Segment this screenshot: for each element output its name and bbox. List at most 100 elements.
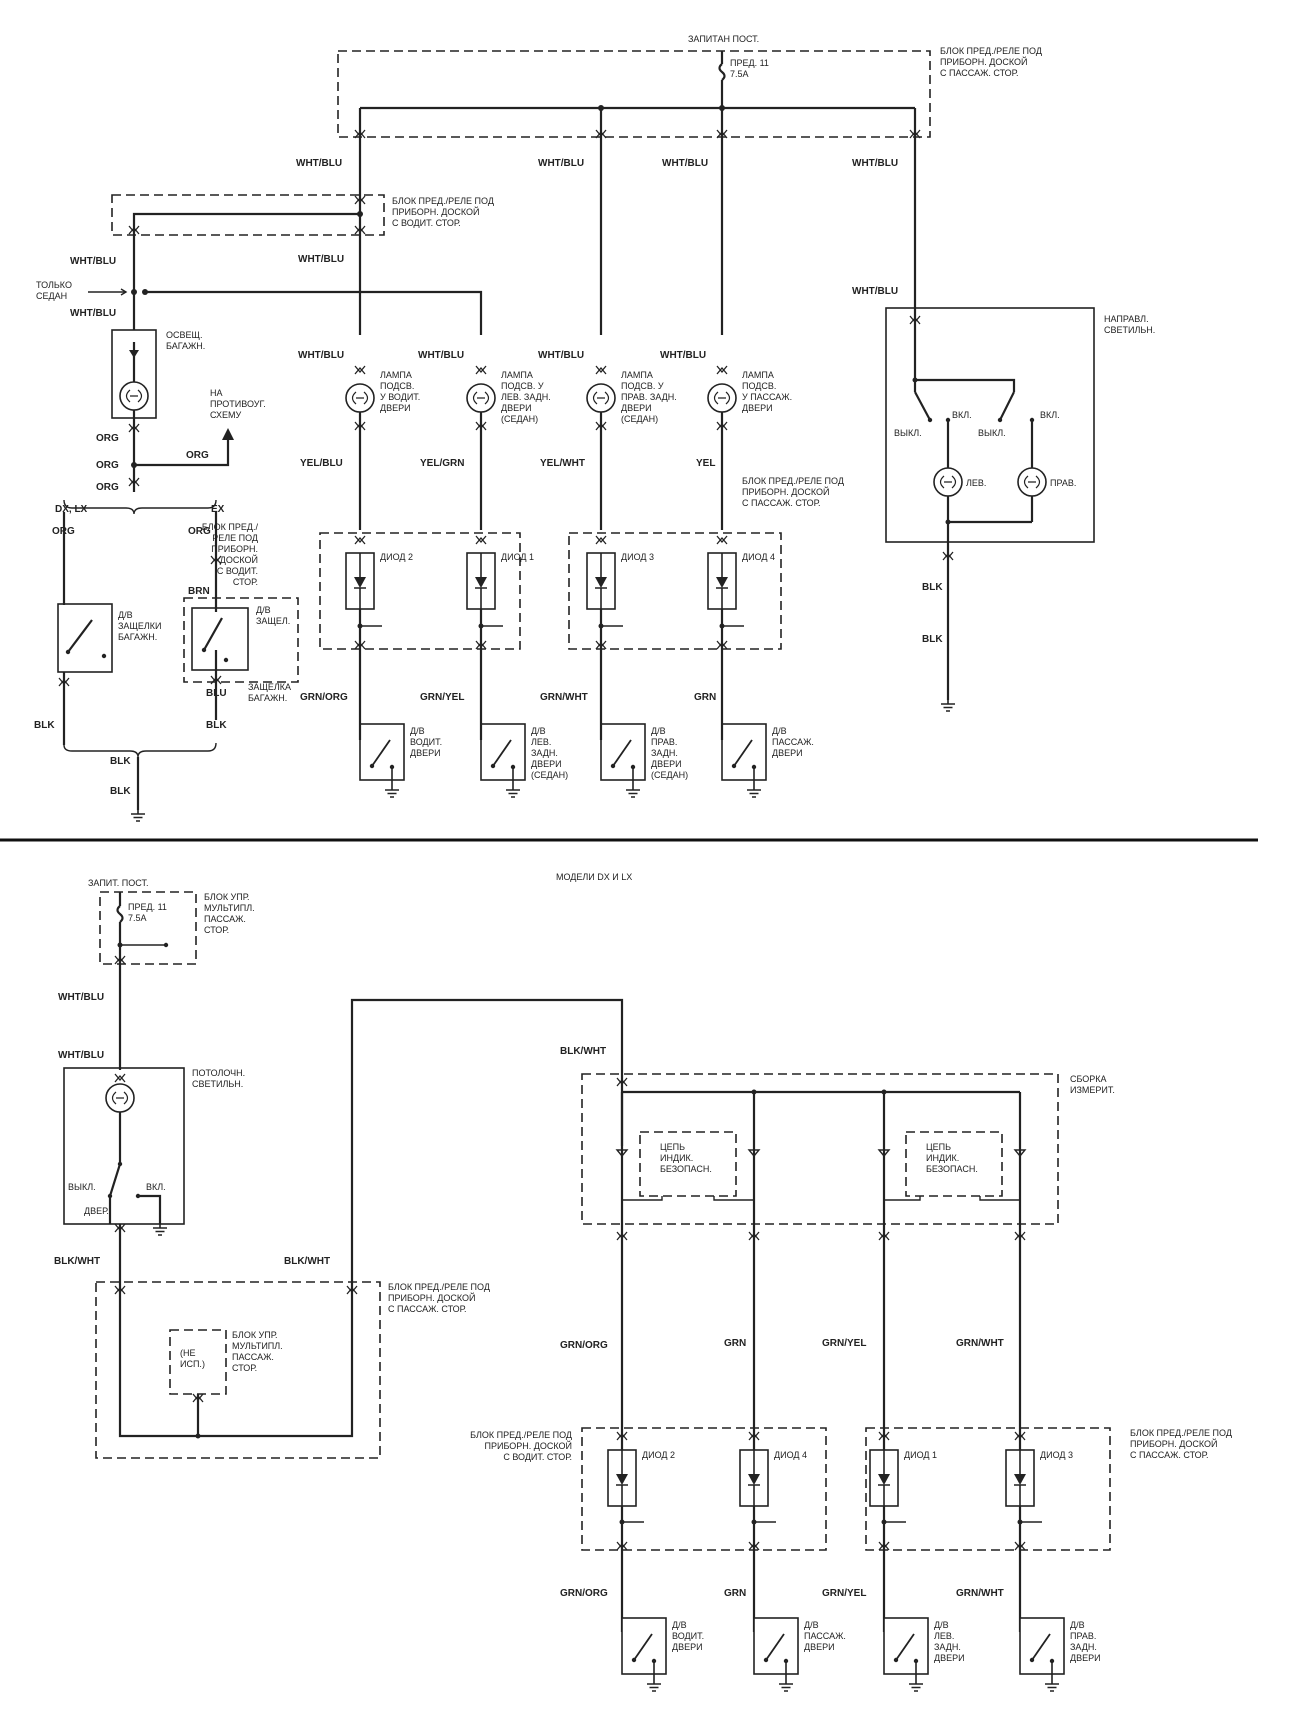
wire-wht-blu: WHT/BLU xyxy=(298,254,344,265)
safety-indicator-left xyxy=(639,1131,737,1197)
wire-grn-yel: GRN/YEL xyxy=(822,1338,866,1349)
svg-text:ВКЛ.: ВКЛ. xyxy=(1040,410,1060,420)
trunk-light: ОСВЕЩ.БАГАЖН. xyxy=(111,329,205,465)
wire-wht-blu: WHT/BLU xyxy=(538,350,584,361)
svg-text:ДИОД 2: ДИОД 2 xyxy=(642,1450,675,1460)
wire-org: ORG xyxy=(188,526,211,537)
wire-grn-wht: GRN/WHT xyxy=(540,692,588,703)
wire-grn: GRN xyxy=(694,692,716,703)
svg-text:ДИОД 4: ДИОД 4 xyxy=(742,552,775,562)
svg-text:ЛЕВ.: ЛЕВ. xyxy=(966,478,986,488)
wire-org: ORG xyxy=(186,450,209,461)
wire-yel-grn: YEL/GRN xyxy=(420,458,464,469)
passenger-fuse-box-bottom xyxy=(95,1281,381,1459)
svg-text:ВЫКЛ.: ВЫКЛ. xyxy=(978,428,1006,438)
svg-text:ОСВЕЩ.БАГАЖН.: ОСВЕЩ.БАГАЖН. xyxy=(166,330,205,351)
wire-blk: BLK xyxy=(922,582,943,593)
svg-text:ВЫКЛ.: ВЫКЛ. xyxy=(68,1182,96,1192)
safety-indicator-right xyxy=(905,1131,1003,1197)
wire-grn-org: GRN/ORG xyxy=(560,1588,608,1599)
svg-text:ПРЕД. 117.5А: ПРЕД. 117.5А xyxy=(128,902,167,923)
svg-text:ВЫКЛ.: ВЫКЛ. xyxy=(894,428,922,438)
svg-text:ДИОД 4: ДИОД 4 xyxy=(774,1450,807,1460)
bottom-diagram: МОДЕЛИ DX И LX ЗАПИТ. ПОСТ. БЛОК УПР.МУЛ… xyxy=(54,872,1232,1692)
wire-wht-blu: WHT/BLU xyxy=(852,286,898,297)
diode-2 xyxy=(345,552,375,610)
ceiling-light: ПОТОЛОЧН.СВЕТИЛЬН. ВЫКЛ. ВКЛ. ДВЕР. xyxy=(63,1067,245,1236)
lamp-right-rear-door xyxy=(586,383,616,413)
wire-wht-blu: WHT/BLU xyxy=(70,256,116,267)
wire-wht-blu: WHT/BLU xyxy=(662,158,708,169)
wire-grn-org: GRN/ORG xyxy=(560,1340,608,1351)
wire-wht-blu: WHT/BLU xyxy=(538,158,584,169)
models-label: МОДЕЛИ DX И LX xyxy=(556,872,632,882)
diode-3-bottom xyxy=(1005,1449,1035,1507)
passenger-diode-box xyxy=(568,532,782,650)
wire-wht-blu: WHT/BLU xyxy=(296,158,342,169)
switch-left-rear-door-bottom xyxy=(883,1617,929,1681)
lamp-driver-door xyxy=(345,383,375,413)
wire-wht-blu: WHT/BLU xyxy=(58,1050,104,1061)
switch-driver-door-bottom xyxy=(621,1617,667,1681)
svg-text:ДИОД 1: ДИОД 1 xyxy=(904,1450,937,1460)
constant-power-label: ЗАПИТАН ПОСТ. xyxy=(688,34,759,44)
wire-blu: BLU xyxy=(206,688,227,699)
wire-wht-blu: WHT/BLU xyxy=(660,350,706,361)
wire-org: ORG xyxy=(96,460,119,471)
svg-text:ПРЕД. 117.5А: ПРЕД. 117.5А xyxy=(730,58,769,79)
wire-org: ORG xyxy=(96,433,119,444)
wire-wht-blu: WHT/BLU xyxy=(70,308,116,319)
mux-fuse-box xyxy=(99,891,197,965)
svg-text:ВКЛ.: ВКЛ. xyxy=(146,1182,166,1192)
passenger-fuse-box xyxy=(337,50,931,138)
diode-4 xyxy=(707,552,737,610)
diode-2-bottom xyxy=(607,1449,637,1507)
switch-passenger-door-bottom xyxy=(753,1617,799,1681)
svg-text:ДИОД 1: ДИОД 1 xyxy=(501,552,534,562)
wire-blk: BLK xyxy=(922,634,943,645)
switch-right-rear-door xyxy=(600,723,646,787)
wire-blk: BLK xyxy=(110,756,131,767)
wire-grn-yel: GRN/YEL xyxy=(822,1588,866,1599)
wire-grn-org: GRN/ORG xyxy=(300,692,348,703)
wire-blk-wht: BLK/WHT xyxy=(54,1256,100,1267)
wire-org: ORG xyxy=(96,482,119,493)
wire-yel: YEL xyxy=(696,458,715,469)
svg-text:ПОТОЛОЧН.СВЕТИЛЬН.: ПОТОЛОЧН.СВЕТИЛЬН. xyxy=(192,1068,245,1089)
variant-dx-lx: DX, LX xyxy=(55,504,88,515)
wire-blk-wht: BLK/WHT xyxy=(560,1046,606,1057)
switch-right-rear-door-bottom xyxy=(1019,1617,1065,1681)
wire-wht-blu: WHT/BLU xyxy=(852,158,898,169)
gauge-assembly-box xyxy=(581,1073,1059,1225)
wire-brn: BRN xyxy=(188,586,210,597)
wire-blk: BLK xyxy=(206,720,227,731)
wire-wht-blu: WHT/BLU xyxy=(298,350,344,361)
wire-grn-yel: GRN/YEL xyxy=(420,692,464,703)
wire-yel-wht: YEL/WHT xyxy=(540,458,585,469)
svg-text:БЛОК УПР.МУЛЬТИПЛ.ПАССАЖ.СТОР.: БЛОК УПР.МУЛЬТИПЛ.ПАССАЖ.СТОР. xyxy=(232,1330,283,1373)
diode-1-bottom xyxy=(869,1449,899,1507)
diode-1 xyxy=(466,552,496,610)
svg-text:ДВЕР.: ДВЕР. xyxy=(84,1206,109,1216)
